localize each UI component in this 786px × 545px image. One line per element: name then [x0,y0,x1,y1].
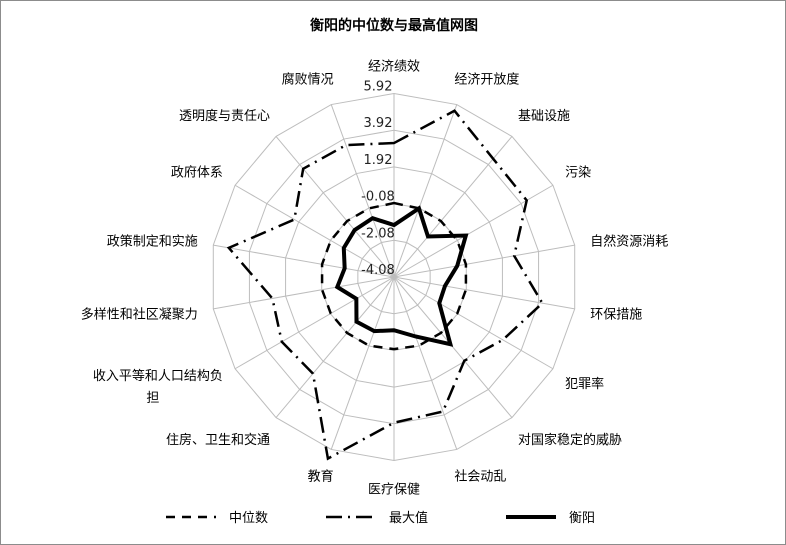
radar-grid [212,92,576,462]
category-label: 教育 [308,469,334,485]
series-solid [334,205,469,347]
tick-label: -2.08 [361,226,395,241]
category-label: 收入平等和人口结构负担 [93,368,223,406]
category-label: 政府体系 [171,165,223,180]
category-label: 腐败情况 [282,72,334,87]
grid-spoke [393,276,575,310]
grid-spoke [275,276,395,418]
legend-label: 最大值 [389,510,428,526]
chart-title: 衡阳的中位数与最高值网图 [310,17,478,34]
grid-spoke [275,136,395,278]
category-label: 犯罪率 [565,376,604,392]
category-label: 环保措施 [590,308,642,323]
category-label: 多样性和社区凝聚力 [81,307,198,323]
radial-tick-labels: 5.92 3.92 1.92 -0.08 -2.08 -4.08 [361,80,395,279]
category-label: 医疗保健 [368,483,420,498]
category-label: 透明度与责任心 [179,108,270,124]
grid-spoke [393,276,458,450]
tick-label: -0.08 [361,190,395,205]
legend: 中位数 最大值 衡阳 [166,510,595,526]
category-label: 社会动乱 [454,469,506,485]
grid-spoke [213,276,395,310]
category-label: 经济绩效 [368,60,420,75]
category-label: 基础设施 [518,109,570,124]
tick-label: 1.92 [364,153,393,168]
grid-spoke [330,276,395,450]
category-label: 政策制定和实施 [107,233,198,249]
series-group [226,109,544,461]
category-label: 污染 [565,165,591,180]
grid-spoke [234,276,395,370]
category-label: 经济开放度 [454,71,519,87]
grid-spoke [393,244,575,278]
category-label: 住房、卫生和交通 [166,432,270,448]
tick-label: 3.92 [364,116,393,131]
grid-spoke [393,276,554,370]
grid-spoke [393,136,513,278]
tick-label: -4.08 [361,263,395,278]
grid-spoke [393,104,458,278]
category-labels: 经济绩效经济开放度基础设施污染自然资源消耗环保措施犯罪率对国家稳定的威胁社会动乱… [81,60,669,498]
grid-spoke [393,276,513,418]
category-label: 对国家稳定的威胁 [518,432,622,448]
grid-spoke [330,104,395,278]
legend-label: 中位数 [229,511,268,526]
legend-label: 衡阳 [569,511,595,526]
category-label: 自然资源消耗 [590,233,668,249]
tick-label: 5.92 [364,80,393,95]
grid-spoke [213,244,395,278]
grid-spoke [234,184,395,278]
